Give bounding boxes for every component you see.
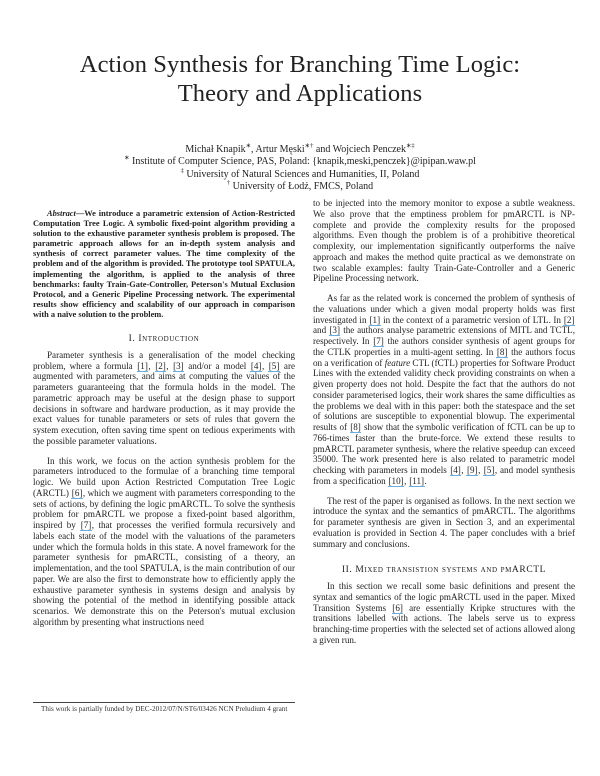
citation-link[interactable]: [2] bbox=[563, 314, 576, 326]
citation-link[interactable]: [1] bbox=[136, 360, 149, 372]
citation-link[interactable]: [1] bbox=[369, 314, 381, 326]
affiliation-text: Institute of Computer Science, PAS, Pola… bbox=[129, 156, 476, 168]
citation-link[interactable]: [3] bbox=[328, 325, 341, 337]
text: , which we augment with parameters corre… bbox=[33, 487, 295, 531]
text: the authors focus on a verification of bbox=[313, 346, 575, 368]
intro-paragraph-1: Parameter synthesis is a generalisation … bbox=[33, 350, 295, 447]
text: CTL (fCTL) properties for Software Produ… bbox=[313, 357, 575, 433]
citation-link[interactable]: [7] bbox=[80, 520, 92, 532]
citation-link[interactable]: [9] bbox=[466, 465, 479, 476]
text: , and model synthesis from a specificati… bbox=[313, 465, 576, 486]
citation-link[interactable]: [5] bbox=[483, 465, 495, 476]
section-heading-mixed-transition-systems: II. Mixed transistion systems and pmARCT… bbox=[341, 565, 547, 576]
author-separator: , bbox=[251, 144, 256, 155]
citation-link[interactable]: [3] bbox=[172, 360, 185, 372]
citation-link[interactable]: [6] bbox=[71, 487, 83, 499]
text: and/or a model bbox=[184, 360, 251, 371]
text: , bbox=[461, 465, 467, 475]
right-paragraph-continuation: to be injected into the memory monitor t… bbox=[313, 198, 575, 284]
author-block: Michał Knapik∗, Artur Męski∗† and Wojcie… bbox=[0, 142, 600, 194]
citation-link[interactable]: [11] bbox=[408, 475, 425, 487]
text: . bbox=[424, 475, 427, 486]
author-names: Michał Knapik∗, Artur Męski∗† and Wojcie… bbox=[0, 142, 600, 156]
text: In this section we recall some basic def… bbox=[313, 581, 575, 613]
text: , bbox=[148, 360, 155, 371]
section2-paragraph-1: In this section we recall some basic def… bbox=[313, 581, 575, 646]
footnote-rule bbox=[33, 702, 295, 703]
affiliation: ‡ University of Natural Sciences and Hum… bbox=[0, 167, 600, 181]
section-heading-introduction: I. Introduction bbox=[128, 334, 200, 345]
text: In this work, we focus on the action syn… bbox=[33, 455, 295, 498]
related-work-paragraph: As far as the related work is concerned … bbox=[313, 293, 576, 487]
text: , bbox=[404, 475, 409, 486]
text: are augmented with parameters, and aims … bbox=[33, 360, 296, 446]
footnote-text: This work is partially funded by DEC-201… bbox=[41, 705, 288, 713]
text: , bbox=[261, 360, 269, 371]
footnote: This work is partially funded by DEC-201… bbox=[33, 705, 295, 714]
intro-paragraph-2: In this work, we focus on the action syn… bbox=[33, 456, 295, 628]
author-name: Michał Knapik bbox=[185, 144, 246, 155]
abstract-text: —We introduce a parametric extension of … bbox=[33, 209, 295, 319]
left-column: Abstract—We introduce a parametric exten… bbox=[33, 209, 295, 628]
affiliation-mark: ∗ bbox=[124, 155, 130, 163]
emphasis-text: feature bbox=[384, 357, 411, 368]
author-mark: ∗‡ bbox=[405, 142, 415, 150]
text: show that the symbolic verification of f… bbox=[313, 422, 575, 475]
text: are essentially Kripke structures with t… bbox=[313, 602, 575, 645]
affiliation: † University of Łodź, FMCS, Poland bbox=[0, 179, 600, 193]
citation-link[interactable]: [7] bbox=[372, 336, 385, 347]
affiliation-text: University of Łodź, FMCS, Poland bbox=[230, 181, 374, 193]
text: in the context of a parametric version o… bbox=[380, 314, 564, 325]
abstract-label: Abstract bbox=[47, 209, 76, 218]
paper-title: Action Synthesis for Branching Time Logi… bbox=[0, 50, 600, 108]
outline-paragraph: The rest of the paper is organised as fo… bbox=[313, 495, 575, 549]
affiliation-mark: ‡ bbox=[180, 167, 184, 175]
citation-link[interactable]: [4] bbox=[449, 465, 462, 476]
abstract: Abstract—We introduce a parametric exten… bbox=[33, 209, 295, 320]
text: Parameter synthesis is a generalisation … bbox=[33, 349, 295, 371]
text: , bbox=[166, 360, 173, 371]
title-line-2: Theory and Applications bbox=[177, 80, 423, 107]
citation-link[interactable]: [10] bbox=[388, 475, 405, 487]
citation-link[interactable]: [8] bbox=[496, 346, 509, 358]
citation-link[interactable]: [4] bbox=[250, 360, 262, 372]
author-name: Artur Męski bbox=[255, 144, 305, 155]
citation-link[interactable]: [6] bbox=[391, 602, 404, 614]
text: and bbox=[313, 325, 329, 336]
text: , bbox=[478, 465, 484, 475]
right-column: to be injected into the memory monitor t… bbox=[313, 198, 576, 646]
affiliation-text: University of Natural Sciences and Human… bbox=[183, 168, 420, 180]
citation-link[interactable]: [8] bbox=[349, 422, 362, 433]
author-mark: ∗† bbox=[304, 142, 314, 150]
affiliation-mark: † bbox=[226, 179, 231, 187]
text: the authors consider synthesis of agent … bbox=[313, 336, 575, 357]
author-name: Wojciech Penczek bbox=[332, 144, 406, 155]
citation-link[interactable]: [5] bbox=[268, 360, 280, 372]
text: , that processes the verified formula re… bbox=[33, 520, 295, 627]
affiliation: ∗ Institute of Computer Science, PAS, Po… bbox=[0, 155, 600, 168]
author-mark: ∗ bbox=[245, 142, 252, 150]
text: As far as the related work is concerned … bbox=[313, 293, 575, 325]
citation-link[interactable]: [2] bbox=[154, 360, 167, 372]
author-separator: and bbox=[313, 144, 333, 155]
text: the authors analyse parametric extension… bbox=[313, 325, 575, 346]
title-line-1: Action Synthesis for Branching Time Logi… bbox=[79, 51, 521, 78]
